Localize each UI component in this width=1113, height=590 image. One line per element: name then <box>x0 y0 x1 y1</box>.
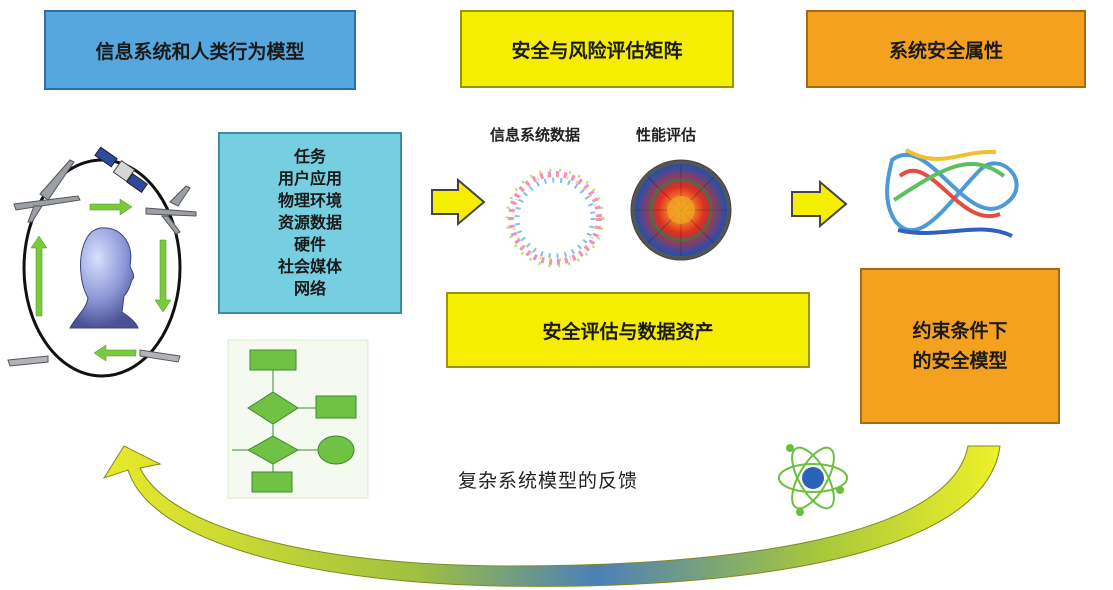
component-item: 硬件 <box>293 235 326 254</box>
components-box: 任务 用户应用 物理环境 资源数据 硬件 社会媒体 网络 <box>218 132 402 314</box>
assessment-assets-box: 安全评估与数据资产 <box>446 292 810 368</box>
forward-arrow-icon <box>431 177 486 227</box>
security-surface-icon <box>885 148 1019 238</box>
constrained-model-box: 约束条件下 的安全模型 <box>860 268 1060 424</box>
performance-eval-label: 性能评估 <box>636 126 697 144</box>
atom-icon <box>778 444 848 516</box>
component-item: 物理环境 <box>277 191 342 210</box>
human-behavior-model-label: 信息系统和人类行为模型 <box>95 40 305 63</box>
risk-matrix-box: 安全与风险评估矩阵 <box>460 10 734 88</box>
security-attributes-box: 系统安全属性 <box>806 10 1086 88</box>
risk-matrix-label: 安全与风险评估矩阵 <box>511 39 683 62</box>
component-item: 用户应用 <box>277 169 342 188</box>
constrained-model-line: 的安全模型 <box>912 350 1008 372</box>
human-behavior-model-box: 信息系统和人类行为模型 <box>44 10 356 90</box>
component-item: 网络 <box>293 279 326 298</box>
uav-icon <box>13 159 81 223</box>
flowchart-icon <box>227 339 369 499</box>
component-item: 资源数据 <box>277 213 342 232</box>
security-attributes-label: 系统安全属性 <box>888 39 1003 62</box>
constrained-model-line: 约束条件下 <box>912 320 1008 342</box>
satellite-icon <box>94 146 148 193</box>
performance-disk-icon <box>630 159 732 261</box>
forward-arrow-icon <box>791 179 848 229</box>
info-system-data-label: 信息系统数据 <box>490 126 581 144</box>
uav-icon <box>7 349 181 367</box>
feedback-arrow <box>102 445 1001 587</box>
component-item: 任务 <box>293 147 326 166</box>
uav-icon <box>145 185 197 235</box>
human-head-icon <box>69 227 139 329</box>
feedback-label: 复杂系统模型的反馈 <box>458 470 639 492</box>
assessment-assets-label: 安全评估与数据资产 <box>542 320 714 343</box>
component-item: 社会媒体 <box>277 257 342 276</box>
data-ring-icon <box>505 168 605 268</box>
